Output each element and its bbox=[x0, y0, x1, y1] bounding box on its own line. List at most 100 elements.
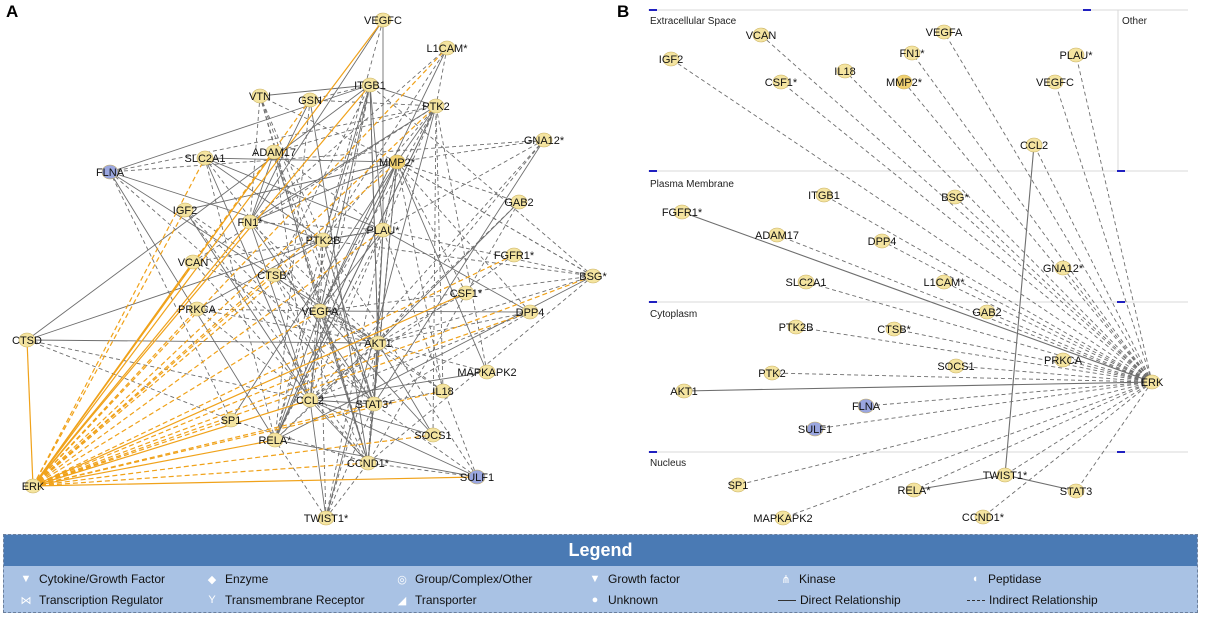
node-a-mapkapk2[interactable]: MAPKAPK2 bbox=[457, 364, 517, 380]
node-a-fgfr1[interactable]: FGFR1* bbox=[494, 247, 535, 263]
node-b-ccl2[interactable]: CCL2 bbox=[1020, 137, 1048, 153]
node-a-vegfc[interactable]: VEGFC bbox=[364, 12, 402, 28]
node-a-l1cam[interactable]: L1CAM* bbox=[427, 40, 469, 56]
edge-a-bsg-mmp2 bbox=[396, 161, 594, 277]
node-a-mmp2[interactable]: MMP2* bbox=[379, 154, 416, 170]
node-a-gab2-label: GAB2 bbox=[504, 197, 533, 209]
edge-a-ptk2b-rela bbox=[273, 239, 324, 441]
edge-a-ctsd-itgb1 bbox=[26, 84, 371, 341]
node-a-stat3[interactable]: STAT3* bbox=[356, 396, 394, 412]
node-b-sulf1[interactable]: SULF1 bbox=[798, 421, 832, 437]
node-a-plau-shape bbox=[374, 222, 392, 238]
node-b-ptk2b[interactable]: PTK2B bbox=[779, 319, 814, 335]
node-a-slc2a1[interactable]: SLC2A1 bbox=[185, 150, 226, 166]
edge-a-slc2a1-ccl2 bbox=[204, 157, 311, 401]
node-b-ctsb[interactable]: CTSB* bbox=[877, 321, 912, 337]
edge-b-erk-ccl2 bbox=[1033, 144, 1153, 383]
node-a-gsn[interactable]: GSN bbox=[298, 92, 322, 108]
node-b-itgb1[interactable]: ITGB1 bbox=[808, 187, 840, 203]
node-a-ctsd[interactable]: CTSD bbox=[12, 332, 42, 348]
node-b-dpp4[interactable]: DPP4 bbox=[868, 233, 897, 249]
node-b-erk-shape bbox=[1143, 374, 1161, 390]
node-b-mapkapk2[interactable]: MAPKAPK2 bbox=[753, 510, 813, 526]
edge-a-plau-mmp2 bbox=[382, 161, 399, 231]
edge-a-gna12-akt1 bbox=[377, 139, 545, 344]
node-a-sulf1[interactable]: SULF1 bbox=[460, 469, 494, 485]
node-b-gab2[interactable]: GAB2 bbox=[972, 304, 1002, 320]
node-a-vtn[interactable]: VTN bbox=[249, 88, 271, 104]
node-a-itgb1[interactable]: ITGB1 bbox=[354, 77, 386, 93]
edge-a-ptk2-ptk2b bbox=[322, 105, 437, 241]
edge-a-erk-bsg bbox=[32, 274, 594, 487]
node-b-l1cam[interactable]: L1CAM* bbox=[924, 274, 966, 290]
node-a-csf1[interactable]: CSF1* bbox=[450, 285, 483, 301]
node-b-csf1[interactable]: CSF1* bbox=[765, 74, 798, 90]
node-b-bsg[interactable]: BSG* bbox=[941, 189, 969, 205]
edge-a-adam17-plau bbox=[273, 151, 384, 231]
edge-b-erk-ptk2b bbox=[795, 325, 1153, 383]
node-b-twist1[interactable]: TWIST1* bbox=[983, 467, 1028, 483]
node-b-ptk2[interactable]: PTK2 bbox=[758, 365, 786, 381]
edge-a-twist1-rela bbox=[274, 439, 327, 519]
node-a-vcan[interactable]: VCAN bbox=[178, 254, 209, 270]
edge-a-rela-plau bbox=[274, 229, 384, 441]
node-a-ccl2-label: CCL2 bbox=[296, 395, 324, 407]
node-b-prkca[interactable]: PRKCA bbox=[1044, 352, 1083, 368]
node-b-sp1[interactable]: SP1 bbox=[728, 477, 749, 493]
edge-a-vcan-ptk2 bbox=[192, 105, 437, 263]
node-a-rela[interactable]: RELA* bbox=[258, 432, 292, 448]
node-b-stat3[interactable]: STAT3 bbox=[1060, 483, 1093, 499]
node-a-twist1[interactable]: TWIST1* bbox=[304, 510, 349, 526]
node-a-adam17[interactable]: ADAM17 bbox=[252, 144, 296, 160]
node-b-mmp2[interactable]: MMP2* bbox=[886, 74, 923, 90]
node-b-plau[interactable]: PLAU* bbox=[1059, 47, 1093, 63]
node-a-dpp4[interactable]: DPP4 bbox=[516, 304, 545, 320]
node-a-erk[interactable]: ERK bbox=[22, 478, 45, 494]
edge-a-vtn-ptk2b bbox=[259, 95, 324, 241]
node-a-prkca[interactable]: PRKCA bbox=[178, 301, 217, 317]
node-b-fgfr1[interactable]: FGFR1* bbox=[662, 204, 703, 220]
node-a-vcan-shape bbox=[184, 254, 202, 270]
node-b-gna12[interactable]: GNA12* bbox=[1043, 260, 1084, 276]
node-a-igf2[interactable]: IGF2 bbox=[173, 202, 197, 218]
node-a-ptk2-label: PTK2 bbox=[422, 101, 450, 113]
node-b-vegfc[interactable]: VEGFC bbox=[1036, 74, 1074, 90]
node-a-vegfa[interactable]: VEGFA bbox=[302, 303, 339, 319]
node-b-socs1[interactable]: SOCS1 bbox=[937, 358, 975, 374]
node-a-ptk2[interactable]: PTK2 bbox=[422, 98, 450, 114]
node-a-il18[interactable]: IL18 bbox=[432, 383, 454, 399]
edge-a-slc2a1-mmp2 bbox=[204, 157, 398, 165]
node-b-erk[interactable]: ERK bbox=[1141, 374, 1164, 390]
node-b-flna[interactable]: FLNA bbox=[852, 398, 881, 414]
node-a-bsg[interactable]: BSG* bbox=[579, 268, 607, 284]
node-b-adam17[interactable]: ADAM17 bbox=[755, 227, 799, 243]
node-b-il18[interactable]: IL18 bbox=[834, 63, 856, 79]
node-b-sp1-shape bbox=[729, 477, 747, 493]
peptidase-icon: ◖ bbox=[971, 573, 979, 585]
node-a-gna12[interactable]: GNA12* bbox=[524, 132, 565, 148]
node-b-igf2[interactable]: IGF2 bbox=[659, 51, 683, 67]
node-b-ccnd1[interactable]: CCND1* bbox=[962, 509, 1005, 525]
node-a-sp1[interactable]: SP1 bbox=[221, 412, 242, 428]
node-b-fn1[interactable]: FN1* bbox=[899, 45, 925, 61]
node-a-gab2[interactable]: GAB2 bbox=[504, 194, 534, 210]
edge-a-igf2-ccnd1 bbox=[184, 209, 369, 464]
node-a-plau[interactable]: PLAU* bbox=[366, 222, 400, 238]
node-a-akt1[interactable]: AKT1 bbox=[364, 335, 392, 351]
node-b-vcan[interactable]: VCAN bbox=[746, 27, 777, 43]
node-a-il18-shape bbox=[434, 383, 452, 399]
edge-a-erk-csf1 bbox=[32, 292, 467, 487]
node-a-flna[interactable]: FLNA bbox=[96, 164, 125, 180]
node-b-akt1[interactable]: AKT1 bbox=[670, 383, 698, 399]
node-a-socs1[interactable]: SOCS1 bbox=[414, 427, 452, 443]
node-a-ccnd1[interactable]: CCND1* bbox=[347, 455, 390, 471]
node-a-fn1[interactable]: FN1* bbox=[237, 214, 263, 230]
node-b-rela[interactable]: RELA* bbox=[897, 482, 931, 498]
node-a-ctsb[interactable]: CTSB* bbox=[257, 267, 292, 283]
node-a-ptk2b[interactable]: PTK2B bbox=[306, 232, 341, 248]
edge-a-fn1-akt1 bbox=[249, 221, 379, 344]
node-b-slc2a1[interactable]: SLC2A1 bbox=[786, 274, 827, 290]
node-b-vegfa[interactable]: VEGFA bbox=[926, 24, 963, 40]
node-a-ccl2[interactable]: CCL2 bbox=[296, 392, 324, 408]
